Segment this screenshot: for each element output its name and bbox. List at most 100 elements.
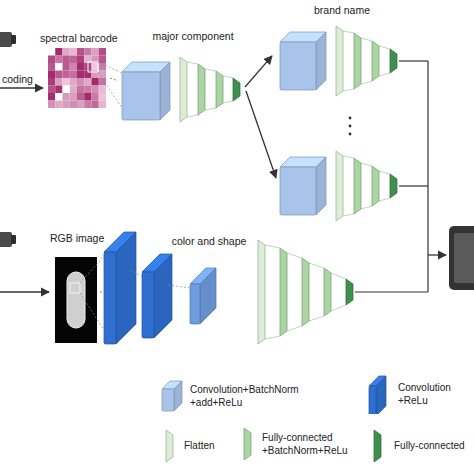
dense-link xyxy=(361,38,372,41)
projection-line xyxy=(130,270,142,276)
barcode-cell xyxy=(99,71,106,79)
flatten-layer xyxy=(180,57,187,122)
ellipsis-dot xyxy=(349,125,352,128)
dense-link xyxy=(287,326,302,331)
legend-text: Convolution+BatchNorm +add+ReLu xyxy=(190,384,314,409)
receptive-field xyxy=(70,283,80,293)
network-panel: brand name xyxy=(272,2,407,100)
camera-icon xyxy=(0,232,16,247)
network-panel: color and shape xyxy=(106,225,364,350)
swatch-sheet xyxy=(244,428,251,460)
barcode-cell xyxy=(70,56,77,64)
node-heading: brand name xyxy=(282,4,402,17)
barcode-grid xyxy=(48,48,106,108)
dense-link xyxy=(379,198,390,201)
block-side xyxy=(154,254,172,338)
receptive-field xyxy=(88,62,98,72)
dense-layer xyxy=(216,71,223,108)
image-panel: RGB image xyxy=(52,232,100,348)
pill-shape xyxy=(67,272,85,328)
dense-stack xyxy=(180,57,240,122)
dense-link xyxy=(343,156,354,158)
dense-link xyxy=(343,31,354,33)
barcode-cell xyxy=(55,63,62,71)
barcode-cell xyxy=(55,86,62,94)
legend-swatch xyxy=(366,428,392,468)
barcode-cell xyxy=(63,56,70,64)
ellipsis-dot xyxy=(349,133,352,136)
barcode-cell xyxy=(48,48,55,56)
barcode-cell xyxy=(48,78,55,86)
dense-layer xyxy=(372,166,379,206)
projection-line xyxy=(168,285,190,288)
dense-layer xyxy=(354,158,361,214)
output-layer xyxy=(390,49,397,73)
dense-link xyxy=(379,73,390,76)
dense-link xyxy=(331,273,346,279)
projection-connector xyxy=(110,78,118,81)
node-heading: color and shape xyxy=(159,235,259,248)
step-label: coding xyxy=(2,73,33,86)
barcode-cell xyxy=(77,63,84,71)
conv-slab xyxy=(190,268,216,324)
barcode-cell xyxy=(99,48,106,56)
bracket-line xyxy=(399,185,428,186)
dense-stack xyxy=(336,26,397,96)
legend-swatch xyxy=(236,426,262,466)
block-side xyxy=(200,268,216,324)
dense-link xyxy=(379,171,390,174)
conv-slab xyxy=(104,232,136,344)
dense-link xyxy=(265,245,280,248)
dense-link xyxy=(361,163,372,166)
conv-block xyxy=(122,62,170,120)
dense-layer xyxy=(372,41,379,81)
block-front xyxy=(369,386,376,414)
swatch-sheet xyxy=(166,430,173,462)
dense-link xyxy=(205,108,216,110)
network-panel: major component xyxy=(118,30,245,122)
barcode-cell xyxy=(63,48,70,56)
barcode-cell xyxy=(92,78,99,86)
camera-body xyxy=(0,232,12,247)
barcode-cell xyxy=(84,101,91,109)
node-heading: spectral barcode xyxy=(40,32,114,45)
dense-link xyxy=(287,253,302,258)
conv-block xyxy=(280,32,326,90)
conv-block xyxy=(280,157,326,215)
barcode-cell xyxy=(99,86,106,94)
projection-line xyxy=(98,62,122,73)
barcode-cell xyxy=(84,48,91,56)
barcode-cell xyxy=(77,93,84,101)
swatch-sheet xyxy=(374,430,381,462)
barcode-cell xyxy=(92,86,99,94)
dense-link xyxy=(343,214,354,216)
input-arrow xyxy=(0,291,49,292)
output-layer xyxy=(346,279,353,305)
conv-slab xyxy=(142,254,172,338)
output-arrow xyxy=(428,254,446,255)
block-side xyxy=(116,232,136,344)
barcode-cell xyxy=(92,101,99,109)
legend-swatch xyxy=(160,378,186,418)
camera-body xyxy=(0,32,12,47)
flatten-layer xyxy=(336,151,343,221)
dense-stack xyxy=(258,240,353,344)
image-frame xyxy=(55,257,97,343)
camera-lens xyxy=(11,35,16,44)
block-side xyxy=(316,157,326,215)
barcode-cell xyxy=(63,101,70,109)
barcode-cell xyxy=(55,71,62,79)
camera-icon xyxy=(0,32,16,47)
block-front xyxy=(104,252,116,344)
node-heading: major component xyxy=(143,30,243,43)
block-front xyxy=(122,72,160,120)
barcode-cell xyxy=(70,93,77,101)
barcode-cell xyxy=(55,101,62,109)
projection-line xyxy=(80,293,104,330)
barcode-cell xyxy=(70,71,77,79)
output-layer xyxy=(233,78,240,101)
dense-link xyxy=(361,206,372,209)
block-front xyxy=(142,272,154,338)
block-front xyxy=(190,284,200,324)
